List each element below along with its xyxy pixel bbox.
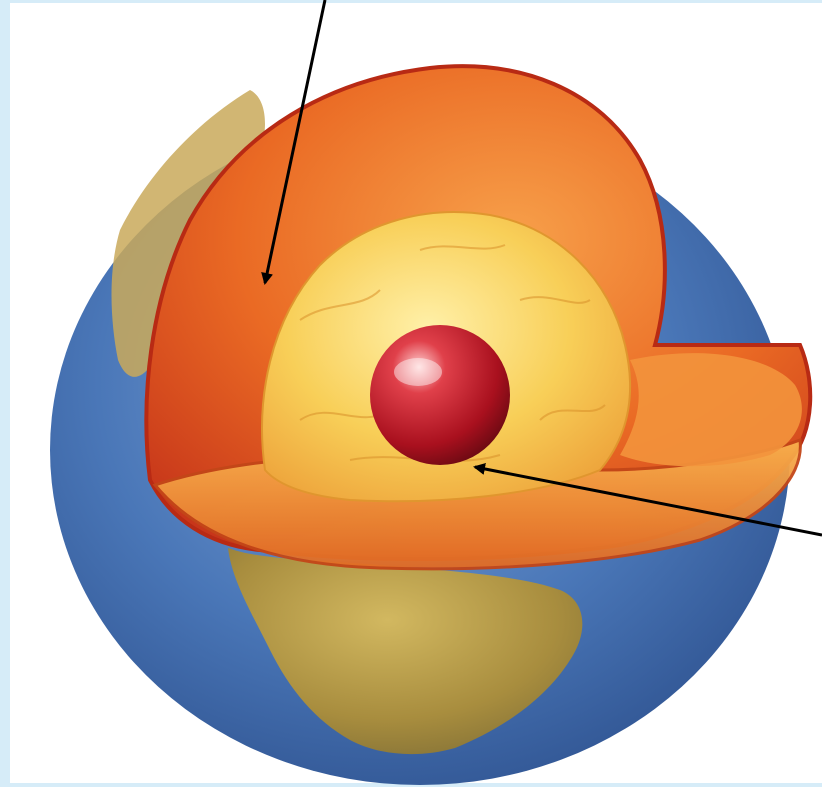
inner-core-highlight <box>394 358 442 386</box>
inner-core-sphere <box>370 325 510 465</box>
